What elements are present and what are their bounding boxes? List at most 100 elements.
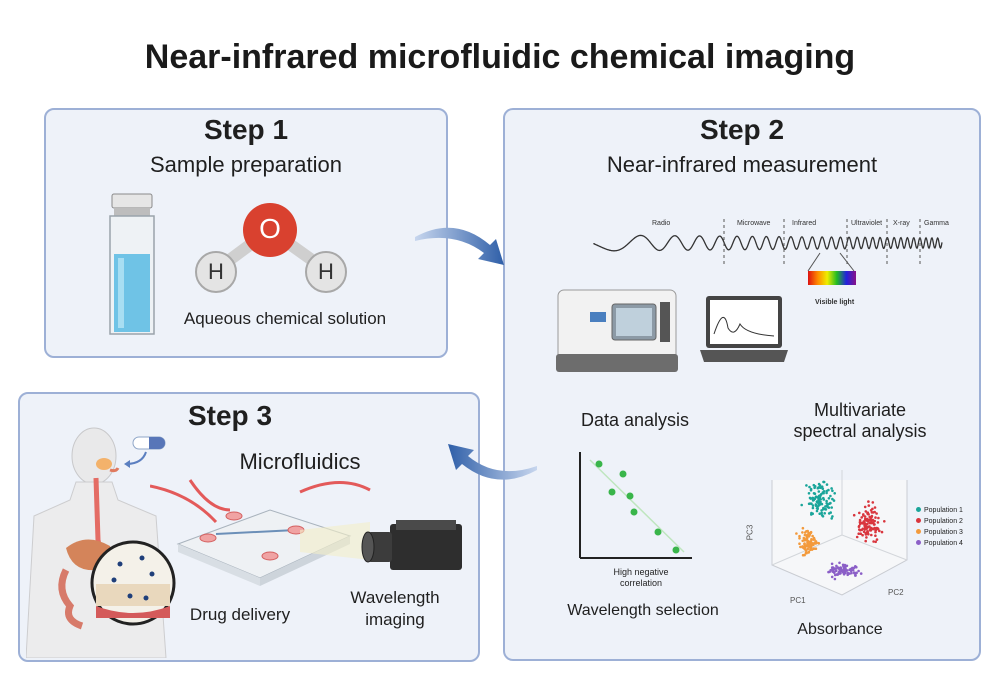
scatter-point [817,494,821,498]
scatter-point [808,496,812,500]
scatter-point [838,561,841,565]
scatter-point [825,483,829,486]
scatter-point [814,547,818,550]
scatter-point [801,545,804,548]
scatter-point [860,516,863,519]
scatter-point [800,503,803,507]
scatter-point [805,535,809,538]
scatter-point [832,568,835,571]
visible-light-label: Visible light [815,299,855,306]
scatter-point [839,567,842,571]
scatter-point [858,518,862,522]
scatter-point [872,521,875,524]
step3-heading: Step 3 [187,400,273,431]
scatter-point [812,492,816,495]
scatter-point [873,506,877,509]
pill-icon [132,436,166,450]
scatter-point [830,517,833,520]
scatter-point [867,518,871,522]
scatter-point [811,506,815,510]
oxygen-atom-label: O [259,213,281,244]
scatter-point [820,513,824,517]
scatter-point [807,531,811,535]
page-title: Near-infrared microfluidic chemical imag… [144,38,856,76]
scatter-point [880,530,884,534]
scatter-point [824,508,828,511]
scatter-point [805,539,809,542]
laptop-icon [700,296,788,362]
scatter-point [883,520,886,523]
scatter-point [862,520,866,523]
step2-subtitle: Near-infrared measurement [606,152,878,177]
scatter-point [846,573,849,577]
scatter-point [830,575,834,579]
scatter-point [855,565,858,569]
scatter-point [803,533,807,537]
legend-item: Population 3 [916,527,976,538]
step2-panel [503,108,981,661]
scatter-point [829,494,832,498]
scatter-point [811,538,815,541]
scatter-point [870,526,873,530]
legend-item: Population 2 [916,516,976,527]
scatter-point [863,524,866,527]
scatter-point [871,518,875,522]
camera-icon [361,520,462,570]
scatter-point [833,577,837,581]
scatter-point [810,511,813,515]
scatter-point [810,541,813,545]
scatter-point [825,499,828,503]
correlation-label: High negative correlation [613,567,669,588]
scatter-point [858,528,861,531]
scatter-point [874,540,877,544]
scatter-point [876,521,880,524]
scatter-point [798,542,801,545]
scatter-point [866,512,870,516]
scatter-point [877,516,880,520]
scatter-point [870,533,873,537]
scatter-point [818,502,822,506]
scatter-point [868,528,872,532]
scatter-point [860,521,863,525]
scatter-point [870,514,874,518]
legend-item: Population 1 [916,505,976,516]
scatter-point [825,489,828,493]
band-gamma: Gamma [924,220,949,227]
scatter-point [873,510,876,514]
step1-heading: Step 1 [203,114,289,145]
scatter-point [827,570,830,574]
scatter-point [829,568,832,572]
arrow-step1-to-step2 [415,227,504,265]
scatter-point [820,502,824,506]
scatter-point [812,543,815,547]
axis-x-label: PC1 [790,596,806,605]
scatter-point [862,530,866,533]
scatter-point [798,537,801,540]
scatter-point [842,573,846,576]
water-molecule-icon [195,203,347,293]
wavelength-imaging-label: Wavelength imaging [350,588,440,629]
scatter-point [830,562,834,566]
scatter-point [814,542,817,545]
scatter-point [835,573,839,576]
scatter-point [801,553,805,557]
scatter-point [859,532,862,535]
cuvette-icon [109,193,155,335]
scatter-point [799,545,802,549]
scatter-point [863,528,867,531]
scatter-point [844,566,847,569]
scatter-point [814,495,818,498]
scatter-point [861,527,865,531]
scatter-point [809,489,813,492]
scatter-point [825,491,828,495]
data-analysis-label: Data analysis [580,410,690,430]
band-radio: Radio [652,220,671,227]
scatter-point [863,505,867,509]
legend-item: Population 4 [916,538,976,549]
scatter-point [806,547,810,551]
scatter-point [834,569,838,573]
arrow-down-icon [124,451,147,468]
scatter-point [867,525,871,528]
scatter-point [874,530,877,534]
corr-point [608,488,616,496]
